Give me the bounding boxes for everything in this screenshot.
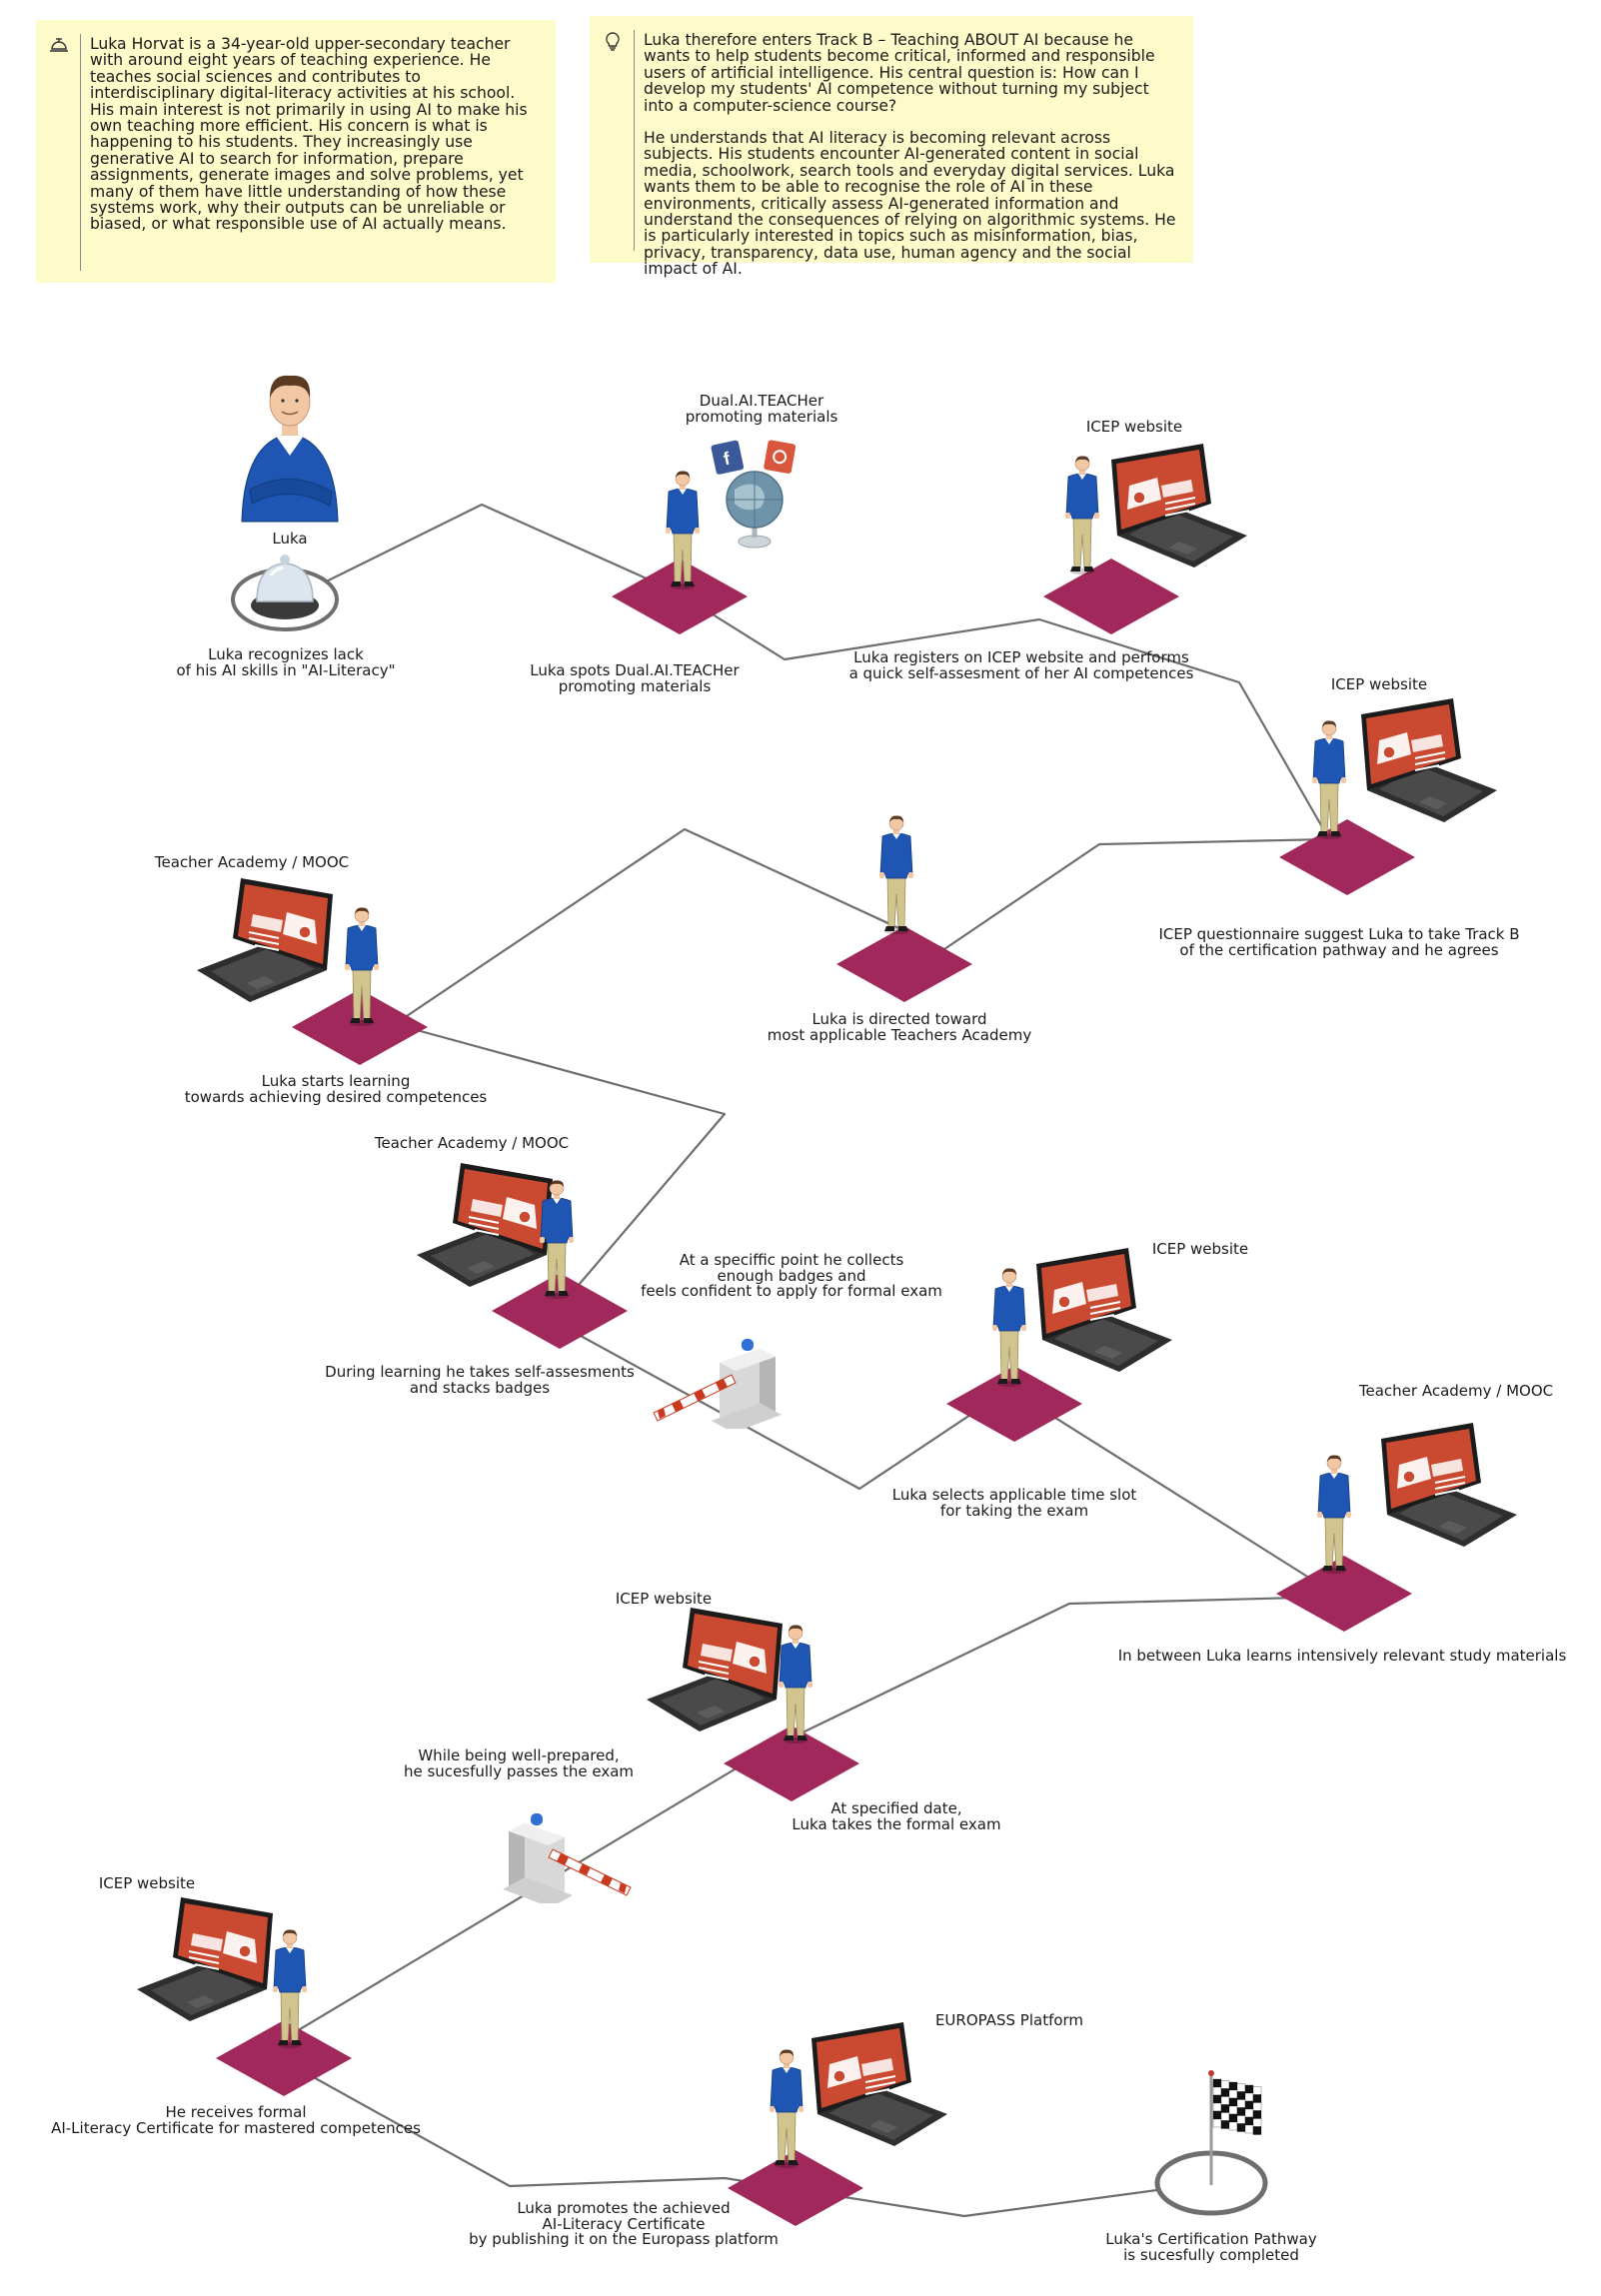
- finish-caption: Luka's Certification Pathway is sucesful…: [1105, 2230, 1317, 2264]
- facebook-icon: f: [711, 440, 745, 475]
- step-platform: [1043, 559, 1179, 634]
- social-post-icon: [764, 440, 797, 474]
- icep3-title: ICEP website: [1151, 1240, 1249, 1258]
- luka-figure: [878, 814, 914, 934]
- icep3-caption: Luka selects applicable time slot for ta…: [891, 1486, 1137, 1520]
- icep4-title: ICEP website: [615, 1590, 713, 1608]
- laptop-icon: [416, 1162, 554, 1288]
- icep2-caption: ICEP questionnaire suggest Luka to take …: [1158, 925, 1520, 959]
- icep1-caption: Luka registers on ICEP website and perfo…: [848, 648, 1194, 682]
- promo-materials-icon: f: [711, 440, 797, 549]
- laptop-icon: [646, 1607, 784, 1732]
- luka-figure: [1064, 455, 1100, 574]
- icep1-title: ICEP website: [1085, 418, 1183, 436]
- europass-caption: Luka promotes the achieved AI-Literacy C…: [469, 2199, 779, 2248]
- badges-caption: At a speciffic point he collects enough …: [641, 1251, 942, 1300]
- finish-flag-icon: [1154, 2070, 1268, 2216]
- icep5-caption: He receives formal AI-Literacy Certifica…: [51, 2103, 421, 2137]
- laptop-icon: [1360, 697, 1498, 823]
- ta3-title: Teacher Academy / MOOC: [1358, 1382, 1554, 1400]
- svg-text:f: f: [722, 448, 733, 469]
- note-divider: [80, 34, 81, 271]
- service-bell-icon: [50, 38, 68, 52]
- icep4-caption: At specified date, Luka takes the formal…: [792, 1799, 1001, 1833]
- luka-figure: [1316, 1454, 1352, 1574]
- luka-portrait: [241, 375, 339, 523]
- promo-caption: Luka spots Dual.AI.TEACHer promoting mat…: [530, 661, 740, 695]
- pathway-connector: [393, 827, 1340, 1598]
- laptop-icon: [810, 2021, 948, 2147]
- ta3-caption: In between Luka learns intensively relev…: [1117, 1647, 1567, 1665]
- track-note: Luka therefore enters Track B – Teaching…: [590, 16, 1193, 277]
- track-text: Luka therefore enters Track B – Teaching…: [644, 31, 1176, 279]
- laptop-icon: [1035, 1247, 1173, 1373]
- pass-caption: While being well-prepared, he sucesfully…: [403, 1746, 635, 1780]
- ta1-title: Teacher Academy / MOOC: [154, 853, 350, 871]
- note-divider: [634, 30, 635, 251]
- start-caption: Luka recognizes lack of his AI skills in…: [176, 645, 396, 679]
- ta1-caption: Luka starts learning towards achieving d…: [184, 1072, 488, 1106]
- promo-title: Dual.AI.TEACHer promoting materials: [685, 392, 838, 426]
- laptop-icon: [1110, 443, 1248, 569]
- pathway-connector: [289, 503, 1330, 840]
- lightbulb-icon: [606, 32, 620, 51]
- ta2-caption: During learning he takes self-assesments…: [325, 1363, 635, 1397]
- luka-figure: [769, 2048, 804, 2168]
- laptop-icon: [136, 1896, 274, 2022]
- exam-gate-icon: [502, 1812, 632, 1903]
- europass-title: EUROPASS Platform: [934, 2011, 1084, 2029]
- luka-name-label: Luka: [272, 530, 308, 548]
- start-bell-icon: [231, 555, 339, 631]
- icep2-title: ICEP website: [1330, 675, 1428, 693]
- persona-note: Luka Horvat is a 34-year-old upper-secon…: [36, 20, 556, 283]
- directed-caption: Luka is directed toward most applicable …: [767, 1010, 1032, 1044]
- persona-text: Luka Horvat is a 34-year-old upper-secon…: [90, 35, 528, 234]
- step-platform: [836, 926, 972, 1002]
- step-platform: [1279, 819, 1415, 895]
- laptop-icon: [1380, 1422, 1518, 1548]
- luka-figure: [778, 1624, 813, 1743]
- icep5-title: ICEP website: [98, 1874, 196, 1892]
- ta2-title: Teacher Academy / MOOC: [374, 1134, 570, 1152]
- luka-figure: [1311, 719, 1347, 839]
- laptop-icon: [196, 877, 334, 1003]
- pathway-connector: [263, 1595, 1340, 2218]
